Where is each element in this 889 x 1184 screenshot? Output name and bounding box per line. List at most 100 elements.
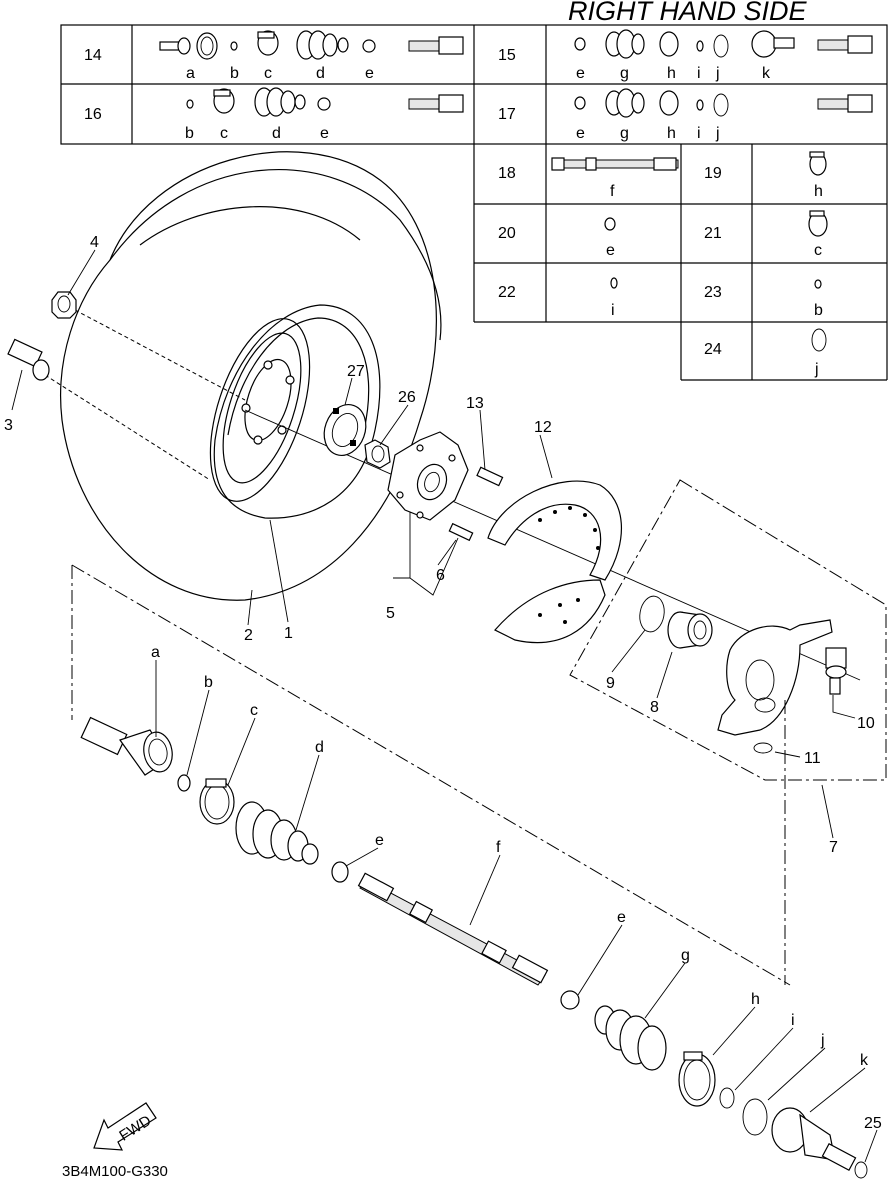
callout-4: 4: [90, 234, 99, 251]
kit-number-14: 14: [84, 47, 102, 64]
kit-16-letter-d: d: [272, 125, 281, 142]
hub-bearing: [323, 404, 367, 456]
boot-clamp-h: [678, 1051, 716, 1107]
callout-5: 5: [386, 605, 395, 622]
callout-8: 8: [650, 699, 659, 716]
kit-16-letter-c: c: [220, 125, 228, 142]
kit-14-letter-b: b: [230, 65, 239, 82]
callout-b: b: [204, 674, 213, 691]
kit-number-20: 20: [498, 225, 516, 242]
callout-3: 3: [4, 417, 13, 434]
callout-c: c: [250, 702, 258, 719]
boot-d: [235, 801, 319, 865]
kit-14-letter-d: d: [316, 65, 325, 82]
kit-24-letter: j: [814, 361, 819, 378]
kit-number-19: 19: [704, 165, 722, 182]
callout-26: 26: [398, 389, 416, 406]
hub-bolt: [448, 522, 474, 542]
ring-i: [719, 1087, 735, 1109]
kit-17-letter-h: h: [667, 125, 676, 142]
steering-knuckle: [717, 619, 833, 736]
circlip-j: [742, 1098, 768, 1136]
knuckle-group-box: [569, 479, 887, 781]
callout-j: j: [820, 1032, 825, 1049]
kit-15-letter-g: g: [620, 65, 629, 82]
callout-h: h: [751, 991, 760, 1008]
kit-21-letter: c: [814, 242, 822, 259]
boot-g: [594, 1005, 667, 1071]
callout-9: 9: [606, 675, 615, 692]
kit-15-parts-icons: [574, 29, 873, 59]
kit-23-letter: b: [814, 302, 823, 319]
callout-7: 7: [829, 839, 838, 856]
kit-14-letter-a: a: [186, 65, 195, 82]
callout-10: 10: [857, 715, 875, 732]
clamp-e-1: [331, 861, 349, 883]
callout-12: 12: [534, 419, 552, 436]
leader-lines: [11, 249, 878, 1163]
knuckle-bearing: [667, 611, 713, 649]
callout-g: g: [681, 947, 690, 964]
callout-i: i: [791, 1012, 795, 1029]
callout-d: d: [315, 739, 324, 756]
outer-cv-joint: [80, 716, 173, 776]
stud-bolt: [7, 338, 50, 381]
kit-22-ring-icon: [610, 277, 618, 289]
callout-6: 6: [436, 567, 445, 584]
callout-13: 13: [466, 395, 484, 412]
diagram-title: RIGHT HAND SIDE: [568, 0, 808, 26]
cotter-pin: [753, 742, 773, 754]
callout-2: 2: [244, 627, 253, 644]
brake-disc-cover: [487, 480, 623, 644]
kit-19-clamp-icon: [809, 151, 827, 176]
callout-e-1: e: [375, 832, 384, 849]
kit-18-shaft-icon: [551, 157, 679, 171]
callout-25: 25: [864, 1115, 882, 1132]
drive-shaft: [357, 872, 549, 986]
diagram-code: 3B4M100-G330: [62, 1163, 168, 1180]
kit-19-letter: h: [814, 183, 823, 200]
callout-1: 1: [284, 625, 293, 642]
clip-25: [854, 1161, 868, 1179]
parts-kit-table: 14 a b c d e 15: [60, 24, 888, 381]
kit-18-letter: f: [610, 183, 615, 200]
kit-17-letter-e: e: [576, 125, 585, 142]
ball-joint: [825, 647, 847, 695]
boot-clamp-c: [199, 778, 235, 825]
kit-15-letter-j: j: [715, 65, 720, 82]
wheel-hub: [387, 431, 469, 521]
circlip: [639, 595, 665, 633]
kit-number-24: 24: [704, 341, 722, 358]
forward-direction-arrow: FWD: [93, 1102, 157, 1151]
wheel-nut: [51, 291, 77, 319]
kit-22-letter: i: [611, 302, 615, 319]
callout-11: 11: [804, 750, 821, 767]
kit-15-letter-h: h: [667, 65, 676, 82]
kit-16-parts-icons: [186, 87, 464, 117]
kit-15-letter-e: e: [576, 65, 585, 82]
callout-27: 27: [347, 363, 365, 380]
kit-number-16: 16: [84, 106, 102, 123]
kit-17-letter-g: g: [620, 125, 629, 142]
kit-17-parts-icons: [574, 88, 873, 118]
callout-k: k: [860, 1052, 869, 1069]
kit-21-clamp-icon: [808, 210, 828, 237]
kit-number-23: 23: [704, 284, 722, 301]
kit-15-letter-i: i: [697, 65, 701, 82]
kit-number-18: 18: [498, 165, 516, 182]
kit-14-letter-e: e: [365, 65, 374, 82]
callout-f: f: [496, 839, 501, 856]
kit-17-letter-j: j: [715, 125, 720, 142]
callout-a: a: [151, 644, 160, 661]
kit-24-circlip-icon: [811, 328, 827, 352]
kit-number-21: 21: [704, 225, 722, 242]
kit-number-17: 17: [498, 106, 516, 123]
ring-b: [177, 774, 191, 792]
kit-number-15: 15: [498, 47, 516, 64]
castle-nut: [364, 439, 391, 469]
kit-14-parts-icons: [159, 30, 464, 60]
kit-23-ring-icon: [814, 279, 822, 289]
kit-number-22: 22: [498, 284, 516, 301]
tire-assembly: [60, 151, 442, 601]
